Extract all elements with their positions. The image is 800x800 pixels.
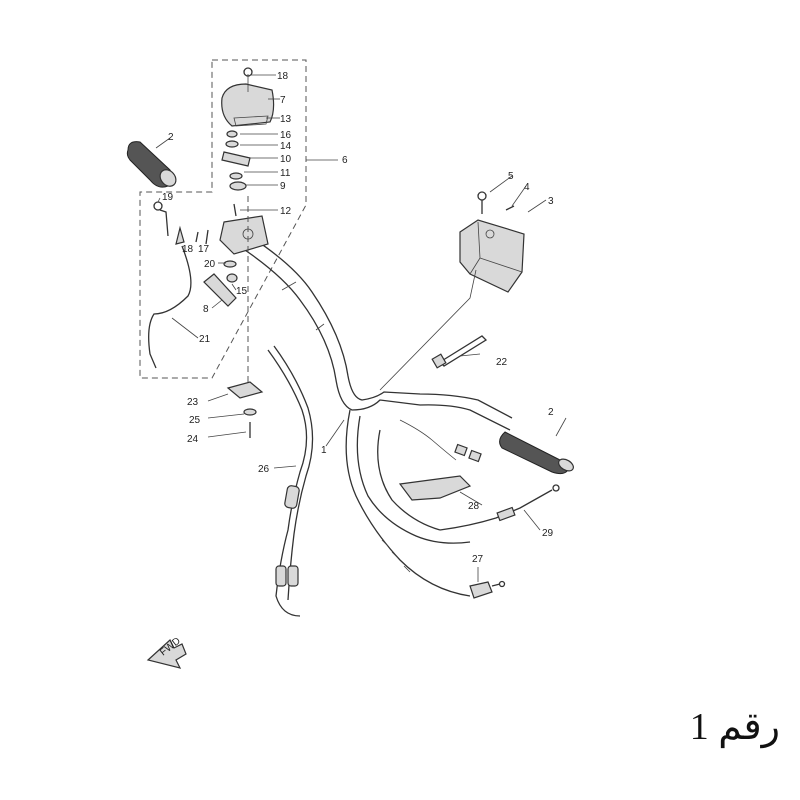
- callout-2-right: 2: [548, 407, 554, 418]
- brake-hose-21: [148, 245, 192, 369]
- callout-25: 25: [189, 415, 201, 426]
- callout-21: 21: [199, 334, 211, 345]
- callout-12: 12: [280, 206, 292, 217]
- callout-7: 7: [280, 95, 286, 106]
- callout-2-left: 2: [168, 132, 174, 143]
- pin-4: [505, 205, 515, 211]
- callout-13: 13: [280, 114, 292, 125]
- subassembly-boundary: [139, 59, 307, 379]
- callout-24: 24: [187, 434, 199, 445]
- right-grip: [499, 431, 574, 475]
- callout-6: 6: [342, 155, 348, 166]
- cables-26: [267, 345, 314, 617]
- cable-29: [439, 484, 560, 531]
- callout-23: 23: [187, 397, 199, 408]
- callout-8: 8: [203, 304, 209, 315]
- callout-11: 11: [280, 168, 291, 179]
- handlebar: [229, 229, 513, 431]
- switch-27: [469, 580, 506, 599]
- figure-caption: رقم 1: [689, 706, 780, 748]
- part-callouts: 2 18 7 13 16 14 10 6 11 9 12 19 18 17 20…: [162, 71, 554, 565]
- callout-19: 19: [162, 192, 174, 203]
- callout-14: 14: [280, 141, 292, 152]
- right-control-parts: [398, 419, 482, 501]
- screw-5: [477, 191, 487, 214]
- callout-3: 3: [548, 196, 554, 207]
- callout-1: 1: [321, 445, 327, 456]
- callout-29: 29: [542, 528, 554, 539]
- callout-18-top: 18: [277, 71, 289, 82]
- leader-lines: [155, 74, 567, 582]
- callout-9: 9: [280, 181, 286, 192]
- cable-bundle: [345, 409, 471, 597]
- callout-17: 17: [198, 244, 210, 255]
- callout-4: 4: [524, 182, 530, 193]
- callout-10: 10: [280, 154, 292, 165]
- callout-28: 28: [468, 501, 480, 512]
- callout-16: 16: [280, 130, 292, 141]
- cable-tie-22: [431, 335, 488, 369]
- fwd-arrow: FWD: [146, 636, 187, 669]
- lever-assembly: [153, 67, 275, 438]
- callout-27: 27: [472, 554, 484, 565]
- callout-20: 20: [204, 259, 216, 270]
- callout-5: 5: [508, 171, 514, 182]
- left-grip: [126, 141, 177, 188]
- callout-22: 22: [496, 357, 508, 368]
- callout-15: 15: [236, 286, 248, 297]
- callout-26: 26: [258, 464, 270, 475]
- callout-18-mid: 18: [182, 244, 194, 255]
- right-switch-housing: [379, 219, 525, 391]
